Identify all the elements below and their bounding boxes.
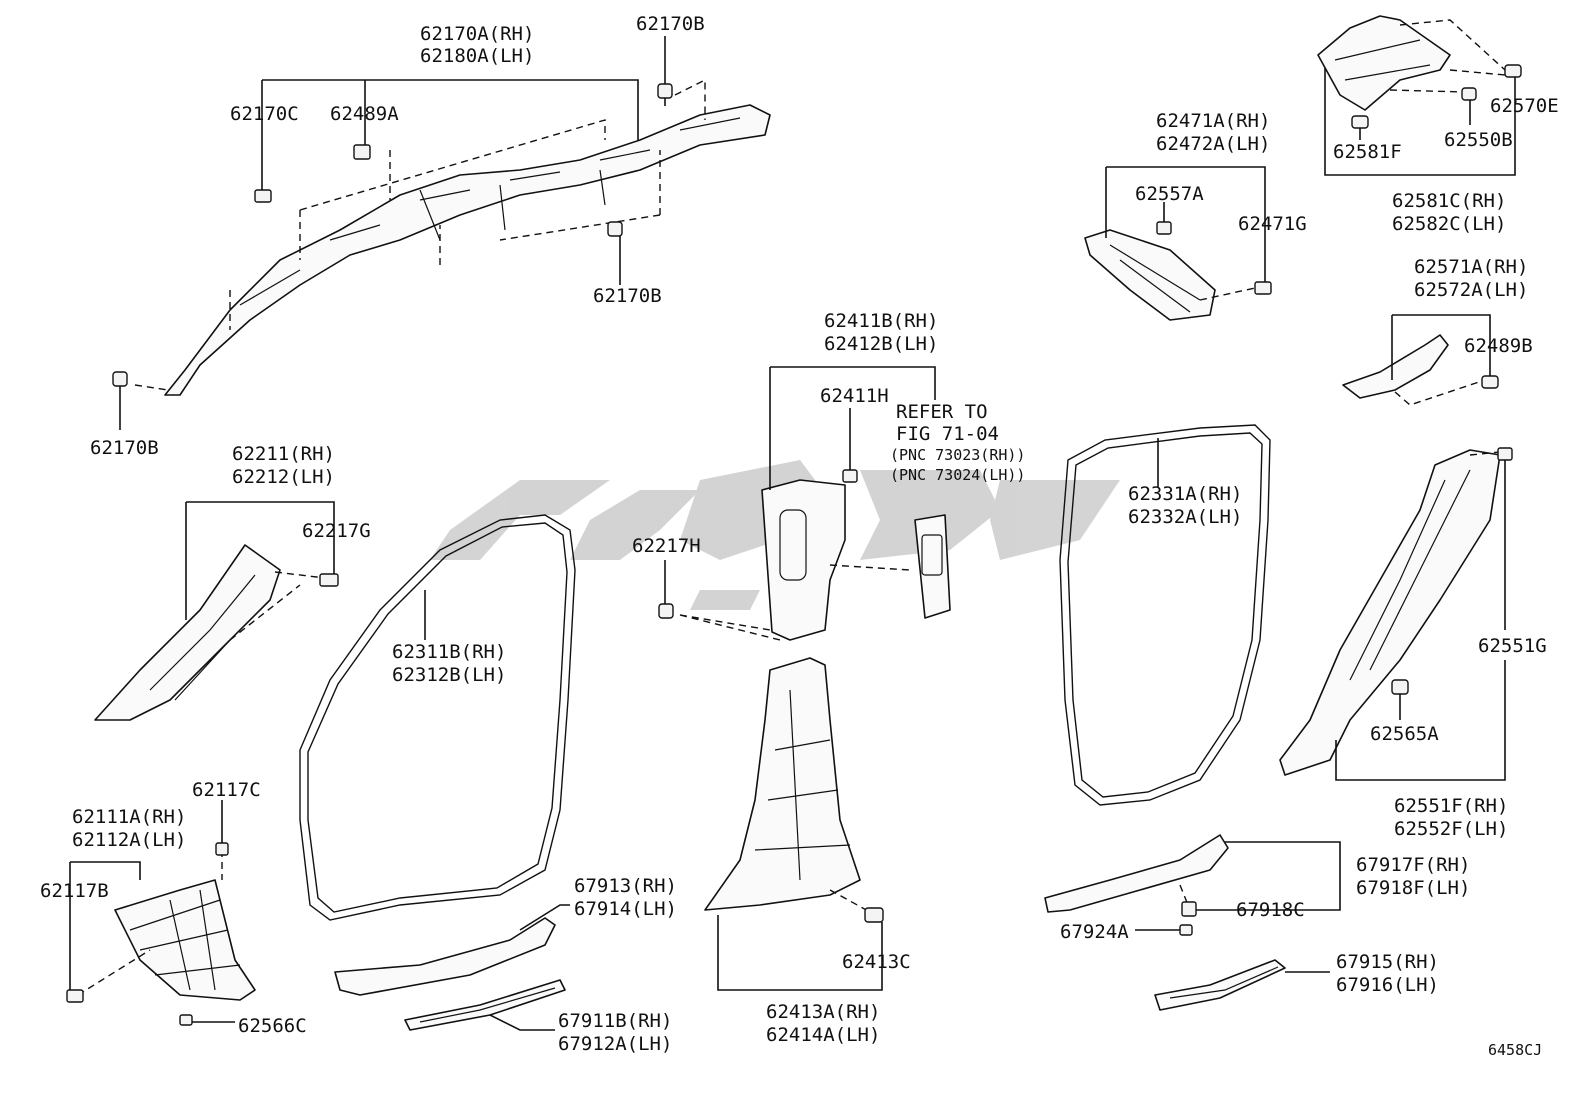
label-62489B: 62489B [1464, 335, 1533, 357]
label-refer4: (PNC 73024(LH)) [890, 466, 1025, 484]
front-pillar-garnish [94, 544, 281, 721]
label-62471G: 62471G [1238, 213, 1307, 235]
clip-62411H [842, 469, 858, 483]
label-62412B: 62412B(LH) [824, 333, 938, 355]
label-62566C: 62566C [238, 1015, 307, 1037]
label-62112A: 62112A(LH) [72, 829, 186, 851]
cowl-side-trim [114, 879, 256, 1001]
label-67913: 67913(RH) [574, 875, 677, 897]
label-62572A: 62572A(LH) [1414, 279, 1528, 301]
clip-62551G [1497, 447, 1513, 461]
center-pillar-lower-garnish [704, 657, 861, 911]
clip-62170B-top [657, 83, 673, 106]
label-refer2: FIG 71-04 [896, 423, 999, 445]
label-62582C: 62582C(LH) [1392, 213, 1506, 235]
clip-62471G [1254, 281, 1272, 295]
clip-62117B [66, 989, 84, 1003]
clip-62557A [1156, 221, 1172, 235]
label-62565A: 62565A [1370, 723, 1439, 745]
clip-62565A [1391, 679, 1409, 695]
label-62170A: 62170A(RH) [420, 23, 534, 45]
label-62551G: 62551G [1478, 635, 1547, 657]
label-62411H: 62411H [820, 385, 889, 407]
label-62217H: 62217H [632, 535, 701, 557]
clip-62566C [179, 1014, 193, 1026]
clip-62170B-left [112, 371, 128, 392]
package-tray-side-trim [1317, 15, 1451, 111]
label-62550B: 62550B [1444, 129, 1513, 151]
label-62311B: 62311B(RH) [392, 641, 506, 663]
clip-62489B [1481, 375, 1499, 389]
label-62217G: 62217G [302, 520, 371, 542]
label-62557A: 62557A [1135, 183, 1204, 205]
label-62571A: 62571A(RH) [1414, 256, 1528, 278]
clip-62581F [1351, 115, 1369, 129]
rear-door-scuff-plate-inner [1044, 834, 1229, 913]
label-62472A: 62472A(LH) [1156, 133, 1270, 155]
label-67924A: 67924A [1060, 921, 1129, 943]
label-62570E: 62570E [1490, 95, 1559, 117]
clip-62217H [658, 603, 674, 619]
label-62551F: 62551F(RH) [1394, 795, 1508, 817]
label-refer3: (PNC 73023(RH)) [890, 446, 1025, 464]
label-62211: 62211(RH) [232, 443, 335, 465]
label-62413C: 62413C [842, 951, 911, 973]
roof-side-rail-garnish [164, 104, 771, 396]
clip-67924A [1179, 924, 1193, 936]
label-62331A: 62331A(RH) [1128, 483, 1242, 505]
label-67916: 67916(LH) [1336, 974, 1439, 996]
quarter-upper-trim [1342, 334, 1449, 399]
clip-62413C [864, 907, 884, 923]
label-62552F: 62552F(LH) [1394, 818, 1508, 840]
label-62414A: 62414A(LH) [766, 1024, 880, 1046]
clip-62117C [215, 842, 229, 856]
label-67915: 67915(RH) [1336, 951, 1439, 973]
clip-62217G [319, 573, 339, 587]
clip-62170C [254, 189, 272, 203]
label-62581C: 62581C(RH) [1392, 190, 1506, 212]
label-62212: 62212(LH) [232, 466, 335, 488]
label-67917F: 67917F(RH) [1356, 854, 1470, 876]
clip-62550B [1461, 87, 1477, 101]
figure-code: 6458CJ [1488, 1041, 1542, 1059]
label-62471A: 62471A(RH) [1156, 110, 1270, 132]
center-pillar-upper-garnish [761, 479, 846, 641]
clip-62489A [353, 144, 371, 160]
label-62170B-left: 62170B [90, 437, 159, 459]
label-67914: 67914(LH) [574, 898, 677, 920]
label-62117C: 62117C [192, 779, 261, 801]
label-refer1: REFER TO [896, 401, 988, 423]
label-67912A: 67912A(LH) [558, 1033, 672, 1055]
label-62413A: 62413A(RH) [766, 1001, 880, 1023]
label-62332A: 62332A(LH) [1128, 506, 1242, 528]
label-62489A: 62489A [330, 103, 399, 125]
rear-pillar-garnish [1279, 449, 1501, 776]
label-62117B: 62117B [40, 880, 109, 902]
front-door-opening-weatherstrip [299, 514, 576, 921]
label-62170C: 62170C [230, 103, 299, 125]
label-67911B: 67911B(RH) [558, 1010, 672, 1032]
label-62180A: 62180A(LH) [420, 45, 534, 67]
front-door-scuff-plate-inner [334, 917, 556, 996]
front-door-scuff-plate-outer [404, 979, 566, 1031]
roof-side-inner-garnish [1084, 229, 1216, 321]
label-62170B-top: 62170B [636, 13, 705, 35]
label-67918F: 67918F(LH) [1356, 877, 1470, 899]
label-62411B: 62411B(RH) [824, 310, 938, 332]
label-62111A: 62111A(RH) [72, 806, 186, 828]
label-67918C: 67918C [1236, 899, 1305, 921]
rear-door-scuff-plate-outer [1154, 959, 1286, 1011]
label-62581F: 62581F [1333, 141, 1402, 163]
label-62170B-mid: 62170B [593, 285, 662, 307]
clip-67918C [1181, 901, 1197, 917]
rear-door-opening-weatherstrip [1059, 424, 1271, 806]
seatbelt-adjuster [914, 514, 951, 619]
clip-62570E [1504, 64, 1522, 78]
clip-62170B-mid [607, 221, 623, 237]
label-62312B: 62312B(LH) [392, 664, 506, 686]
